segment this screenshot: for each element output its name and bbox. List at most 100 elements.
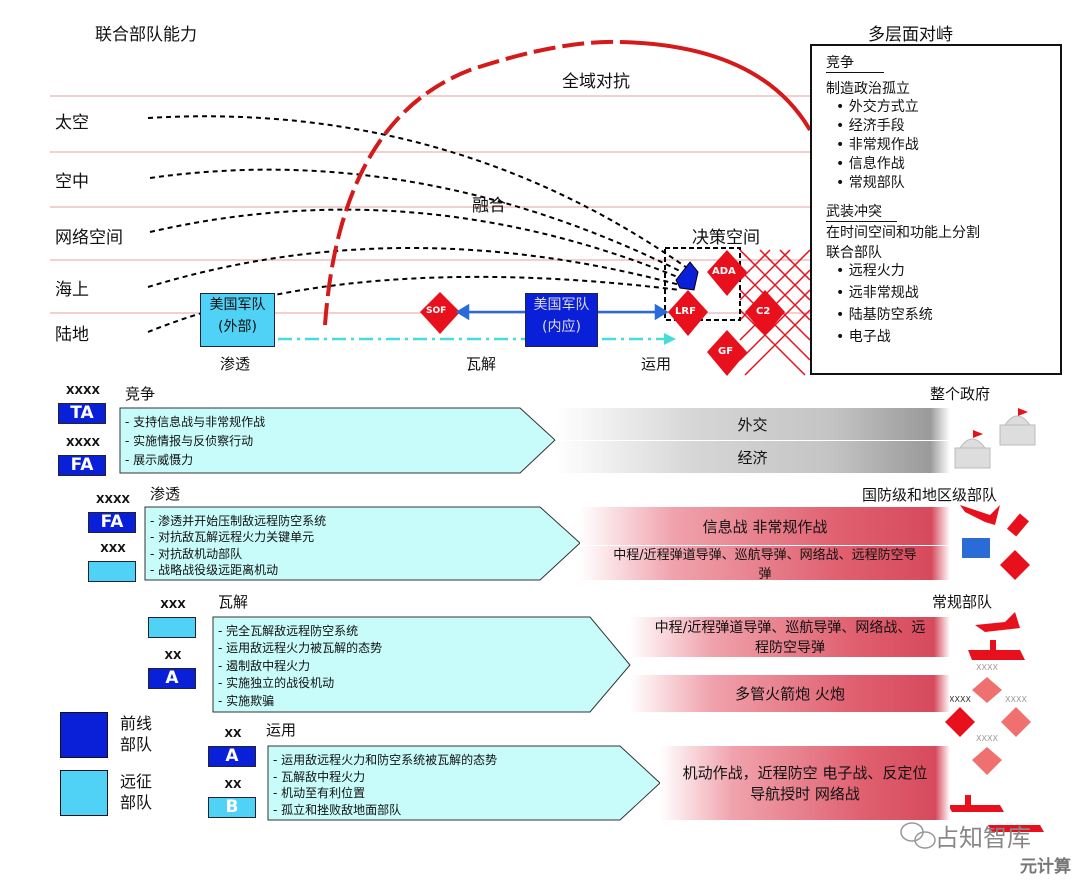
phase-dislocate: 瓦解 [466,355,497,373]
domain-cyber: 网络空间 [55,228,123,248]
corner-watermark: 元计算 [1020,857,1071,877]
competition-heading: 竞争 [826,52,884,73]
echelon-label: XXXX [66,384,100,397]
task-item: - 瓦解敌中程火力 [273,769,366,784]
task-item: - 支持信息战与非常规作战 [125,415,266,429]
task-item: - 机动至有利位置 [273,786,366,800]
unit-symbol: A [208,746,256,767]
fusion-label: 融合 [472,196,506,216]
task-item: - 完全瓦解敌远程防空系统 [218,624,359,638]
aircraft-satellite-icons [960,505,1030,580]
label: 美国军队 [209,297,266,313]
convergence-lines [147,115,691,333]
label: 部队 [120,793,153,812]
competition-item: • 常规部队 [836,175,905,191]
blue-force-pentagon [675,261,699,291]
task-item: - 实施欺骗 [218,693,275,708]
decision-space-label: 决策空间 [692,228,760,248]
force-category-label: 国防级和地区级部队 [862,486,998,504]
dislocation-arrow [212,616,631,713]
task-item: - 展示威慑力 [125,453,194,467]
arrows [455,303,669,321]
conflict-heading: 武装冲突 [826,201,897,222]
unit-symbol: TA [58,403,106,424]
legend-front-swatch [60,712,108,758]
echelon-label: XXXX [96,493,130,506]
domain-land: 陆地 [55,325,89,345]
us-forces-internal: 美国军队 (内应) [525,293,598,347]
echelon-label: XXXX [66,436,100,449]
capability-band: 信息战 非常规作战 [580,507,950,545]
gf-diamond: GF [718,346,734,357]
task-item: - 渗透并开始压制敌远程防空系统 [150,514,327,528]
left-title: 联合部队能力 [95,25,197,45]
conflict-item: • 陆基防空系统 [836,307,933,323]
label: 美国军队 [533,297,590,313]
echelon-mark: XXXX [976,663,998,672]
capability-band: 中程/近程弹道导弹、巡航导弹、网络战、远程防空导弹 [580,546,950,582]
unit-symbol: A [148,668,196,689]
unit-symbol: FA [58,455,106,476]
legend-expedition-label: 远征部队 [120,771,152,813]
capability-text: 导航授时 网络战 [750,785,860,803]
ada-diamond: ADA [712,266,736,277]
competition-item: • 信息作战 [836,156,905,172]
unit-symbol [88,561,136,582]
competition-item: • 非常规作战 [836,137,919,153]
domain-air: 空中 [55,172,89,192]
task-item: - 运用敌远程火力被瓦解的态势 [218,641,383,656]
right-title: 多层面对峙 [868,25,953,45]
penetration-arrow [144,506,581,581]
decision-space-box [664,247,741,321]
unit-symbol: B [208,797,256,818]
us-forces-external: 美国军队 (外部) [200,293,275,347]
phase-penetrate: 渗透 [220,355,251,373]
competition-lead: 制造政治孤立 [826,81,910,97]
exploitation-arrow [267,745,661,821]
competition-arrow [119,407,556,474]
full-domain-arc-dashed [323,39,621,326]
phase-title: 运用 [266,721,297,739]
capability-band: 外交 [555,408,950,440]
task-item: - 实施独立的战役机动 [218,676,335,691]
conflict-lead-2: 联合部队 [826,245,882,261]
capability-text: 机动作战，近程防空 电子战、反定位 [682,764,928,782]
echelon-label: XXX [100,542,126,555]
echelon-mark: XXXX [976,734,998,743]
task-item: - 实施情报与反侦察行动 [125,434,254,448]
government-building-icons [954,408,1036,469]
echelon-label: XX [224,778,242,791]
label: (外部) [218,319,257,335]
conflict-lead: 在时间空间和功能上分割 [826,225,980,241]
domain-space: 太空 [55,113,89,133]
label: (内应) [542,319,581,335]
label: 前线 [120,714,153,733]
task-item: - 遏制敌中程火力 [218,658,311,673]
label: 远征 [120,772,153,791]
full-domain-arc [619,40,812,132]
task-item: - 对抗敌机动部队 [150,546,243,561]
capability-band: 经济 [555,441,950,473]
sof-diamond: SOF [426,306,447,316]
conflict-item: • 电子战 [836,329,891,345]
phase-exploit: 运用 [641,355,672,373]
capability-band: 机动作战，近程防空 电子战、反定位导航授时 网络战 [660,746,950,820]
arc-label: 全域对抗 [562,72,630,92]
wechat-icon [900,822,936,849]
phase-title: 瓦解 [218,593,249,611]
unit-symbol: FA [88,512,136,533]
conflict-item: • 远程火力 [836,263,905,279]
competition-item: • 外交方式立 [836,99,919,115]
echelon-label: XX [164,649,182,662]
echelon-mark: XXXX [949,695,971,704]
legend-expedition-swatch [60,770,108,816]
echelon-label: XX [224,727,242,740]
phase-title: 竞争 [125,385,156,403]
task-item: - 对抗敌瓦解远程火力关键单元 [150,530,315,545]
legend-front-label: 前线部队 [120,713,152,755]
task-item: - 运用敌远程火力和防空系统被瓦解的态势 [273,753,498,767]
diamonds [420,250,785,376]
standoff-box: 竞争 制造政治孤立 • 外交方式立• 经济手段• 非常规作战• 信息作战• 常规… [810,44,1062,375]
